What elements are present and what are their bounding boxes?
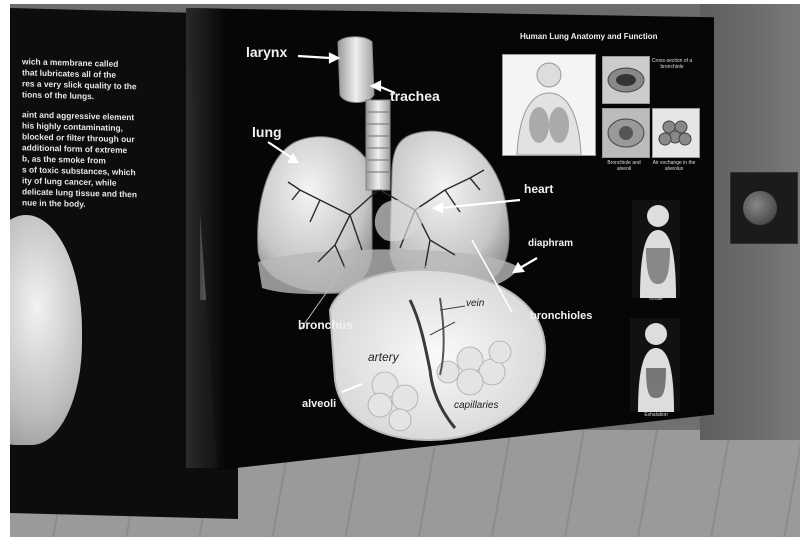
label-lung: lung xyxy=(252,124,282,140)
label-bronchioles: bronchioles xyxy=(530,310,592,322)
inhale-figure xyxy=(632,200,680,298)
label-capillaries: capillaries xyxy=(454,400,498,411)
panel-title: Human Lung Anatomy and Function xyxy=(520,32,657,41)
label-diaphragm: diaphram xyxy=(528,238,573,249)
label-artery: artery xyxy=(368,350,399,364)
label-heart: heart xyxy=(524,182,553,196)
label-bronchus: bronchus xyxy=(298,318,353,332)
bronchiole-tube-figure xyxy=(602,56,650,104)
caption-inhale: Inhale xyxy=(640,296,672,302)
label-trachea: trachea xyxy=(390,88,440,104)
label-larynx: larynx xyxy=(246,44,287,60)
alveolar-grapes-figure xyxy=(652,108,700,158)
caption-alveoli-sac: Bronchiole and alveoli xyxy=(600,160,648,172)
caption-exhale: Exhalation xyxy=(636,412,676,418)
label-vein: vein xyxy=(466,298,484,309)
larynx-shape xyxy=(338,37,374,103)
alveoli-sac-figure xyxy=(602,108,650,158)
alveolus-sac xyxy=(330,270,545,440)
caption-alveolar: Air exchange in the alveolus xyxy=(650,160,698,172)
torso-lungs-figure xyxy=(502,54,596,156)
caption-bronchiole: Cross-section of a bronchiole xyxy=(650,58,694,70)
exhale-figure xyxy=(630,318,680,412)
label-alveoli: alveoli xyxy=(302,398,336,410)
trachea-shape xyxy=(366,100,390,190)
